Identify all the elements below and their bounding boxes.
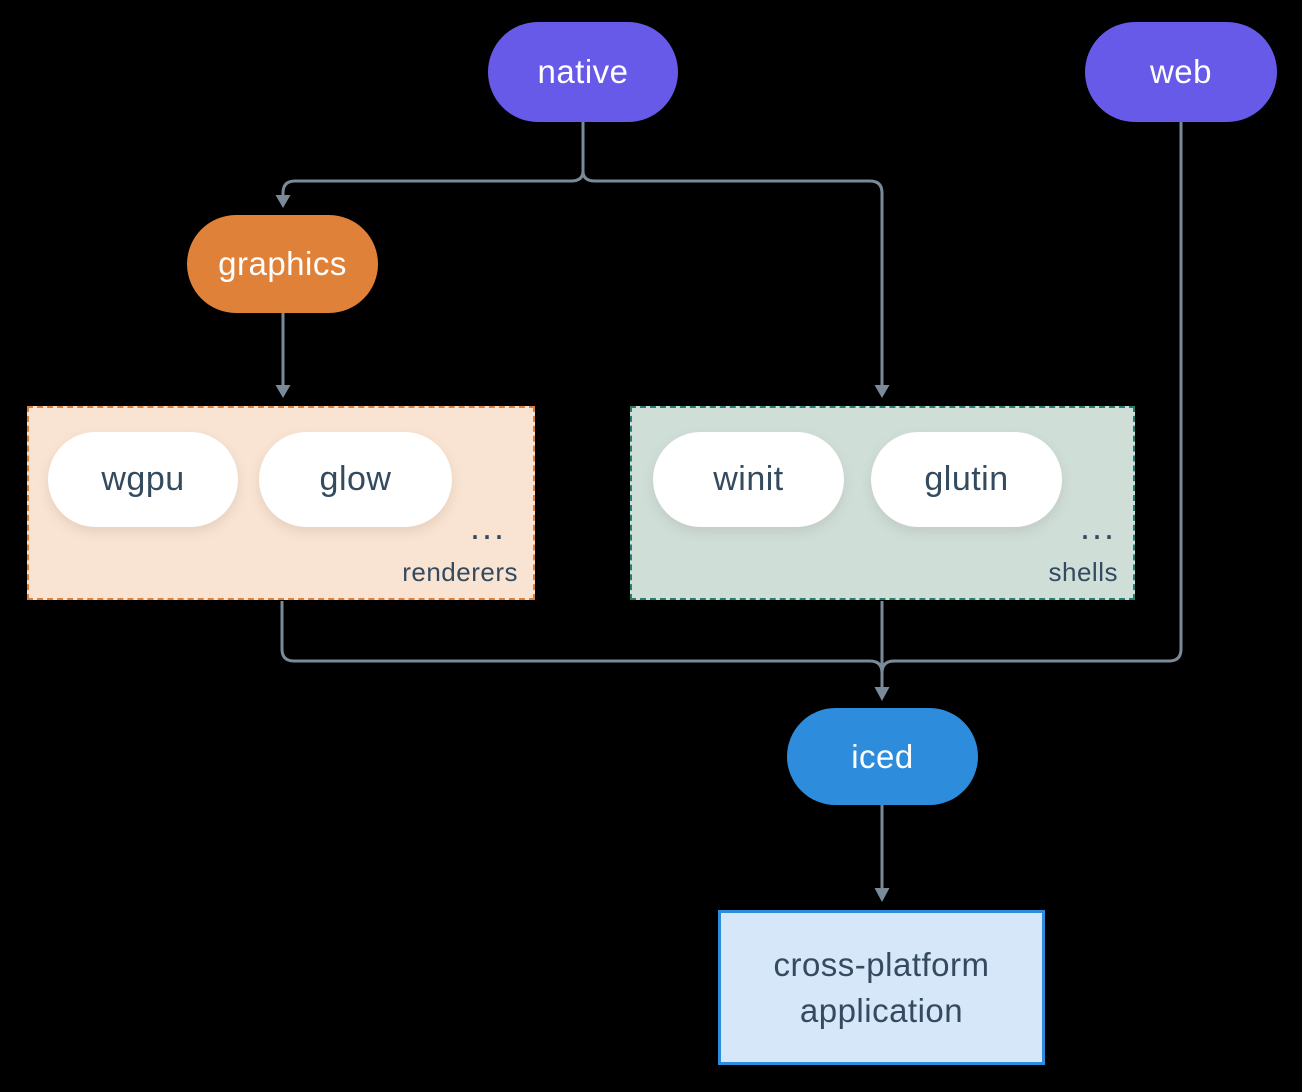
node-web: web [1085, 22, 1277, 122]
node-winit: winit [653, 432, 844, 527]
node-graphics-label: graphics [218, 245, 347, 282]
node-cross-platform-application: cross-platform application [718, 910, 1045, 1065]
node-glutin-label: glutin [924, 460, 1009, 498]
node-glutin: glutin [871, 432, 1062, 527]
application-label-line1: cross-platform [773, 945, 990, 983]
node-web-label: web [1149, 53, 1213, 90]
application-label-line2: application [799, 991, 964, 1029]
node-glow: glow [259, 432, 452, 527]
arrowhead-shells [874, 385, 890, 398]
node-iced-label: iced [851, 737, 914, 775]
node-iced: iced [787, 708, 978, 805]
edge-native-to-shells [581, 170, 884, 386]
arrowhead-iced [874, 687, 890, 701]
edge-native-to-graphics [281, 170, 585, 196]
shells-ellipsis: ... [1080, 506, 1117, 547]
node-wgpu-label: wgpu [101, 460, 185, 498]
node-native-label: native [537, 53, 629, 90]
group-shells: winit glutin ... shells [630, 406, 1135, 600]
renderers-group-label: renderers [402, 557, 518, 587]
renderers-ellipsis: ... [470, 506, 507, 547]
arrowhead-renderers [275, 385, 291, 398]
node-native: native [488, 22, 678, 122]
arrowhead-graphics [275, 195, 291, 208]
edge-renderers-to-iced [280, 601, 884, 674]
node-winit-label: winit [713, 460, 784, 498]
shells-group-label: shells [1048, 557, 1118, 587]
arrowhead-application [874, 888, 890, 902]
node-wgpu: wgpu [48, 432, 238, 527]
node-glow-label: glow [319, 460, 392, 498]
group-renderers: wgpu glow ... renderers [27, 406, 535, 600]
node-graphics: graphics [187, 215, 378, 313]
